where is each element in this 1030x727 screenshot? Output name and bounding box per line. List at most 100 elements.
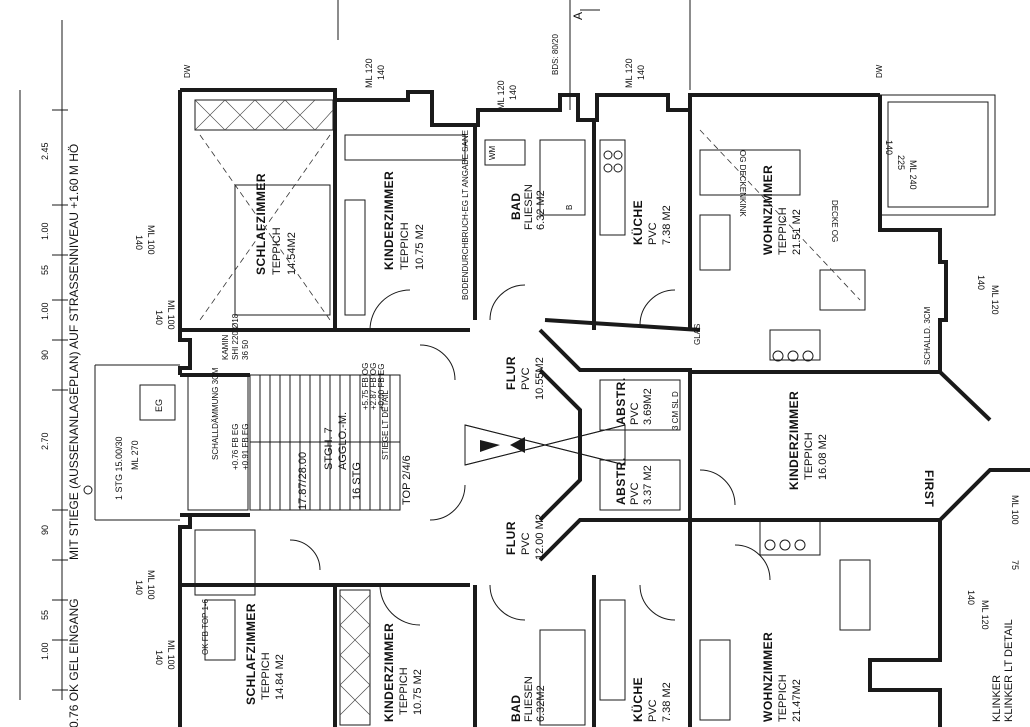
room-area: 6.32M2 (535, 685, 547, 722)
room-kinderzimmer-right: KINDERZIMMER TEPPICH 16.08 M2 (787, 391, 829, 490)
ml-top-3b: 140 (636, 65, 646, 80)
room-area: 21.47M2 (791, 679, 803, 722)
room-floor: TEPPICH (260, 652, 272, 700)
stair-top-label: TOP 2/4/6 (401, 455, 413, 505)
stair-stg-label: 1 STG 15.00/30 (114, 436, 124, 500)
room-area: 6.32 M2 (535, 190, 547, 230)
stair-lvl-a: +5.75 FB OG (361, 363, 370, 410)
walls-bottom-unit (178, 372, 1030, 727)
ml-100-c: ML 100 (146, 570, 156, 600)
stair-treads (250, 375, 400, 510)
room-floor: PVC (629, 482, 641, 505)
room-floor: PVC (520, 532, 532, 555)
ml-top-2: ML 120 (496, 80, 506, 110)
room-abstr-bottom: ABSTR. PVC 3.37 M2 (614, 457, 654, 505)
room-abstr-top: ABSTR. PVC 3.69M2 (614, 377, 654, 425)
ml-140-a: 140 (134, 235, 144, 250)
room-kueche-bottom: KÜCHE PVC 7.38 M2 (630, 677, 673, 722)
stair-lvl-b: +2.87 FB OG (369, 363, 378, 410)
kamin-sh-label: SHI 220 Ø18 (231, 313, 240, 360)
room-schlafzimmer-top: SCHLAFZIMMER TEPPICH 14.54M2 (254, 173, 298, 275)
stair-lvl-c: +0.00 FB EG (377, 364, 386, 410)
room-floor: TEPPICH (777, 207, 789, 255)
room-name: KINDERZIMMER (787, 391, 801, 490)
room-floor: TEPPICH (398, 667, 410, 715)
stair-level-2: +0.91 FB EG (241, 424, 250, 470)
room-name: KÜCHE (630, 677, 645, 722)
room-area: 10.75 M2 (414, 224, 426, 270)
room-kueche-top: KÜCHE PVC 7.38 M2 (630, 200, 673, 245)
room-area: 14.84 M2 (274, 654, 286, 700)
entrance-level-annotation: +0.76 OK GEL EINGANG (67, 598, 81, 727)
stair-label-5: STIEGE LT DETAIL (381, 390, 390, 460)
room-area: 3.37 M2 (642, 465, 654, 505)
kamin-dim-label: 36 50 (241, 339, 250, 360)
stair-ml270-label: ML 270 (130, 440, 140, 470)
ml-120-r2-label: ML 120 (980, 600, 990, 630)
room-area: 16.08 M2 (817, 434, 829, 480)
dim-left-5: 90 (40, 350, 50, 360)
hatched-wardrobe-top (194, 99, 334, 131)
stair-label-6: SCHALLDÄMMUNG 3CM (211, 367, 220, 460)
vl-label: 3 CM SL D (671, 391, 680, 430)
dim-left-7: 90 (40, 525, 50, 535)
ml-120-r-label: ML 120 (990, 285, 1000, 315)
room-name: SCHLAFZIMMER (244, 603, 258, 705)
bodendurchbruch-label: BODENDURCHBRUCH-EG LT ANGABE SANE (461, 130, 470, 300)
room-floor: FLIESEN (523, 676, 535, 722)
room-name: WOHNZIMMER (761, 632, 775, 722)
room-name: ABSTR. (614, 457, 628, 505)
glas-label: GLAS (693, 324, 702, 345)
room-area: 21.51 M2 (791, 209, 803, 255)
room-kinderzimmer-bottom: KINDERZIMMER TEPPICH 10.75 M2 (382, 623, 424, 722)
ml-140-r3-label: 140 (966, 590, 976, 605)
furniture-top (199, 94, 996, 362)
top-labels: ML 120 140 ML 120 140 ML 120 140 BDS: 80… (183, 0, 884, 110)
room-area: 3.69M2 (642, 388, 654, 425)
room-floor: TEPPICH (271, 227, 283, 275)
left-main-annotation: MIT STIEGE (AUSSENANLAGEPLAN) AUF STRASS… (67, 144, 81, 560)
wm-label: WM (488, 145, 497, 160)
ok-fb-label: OK FB TOP 1-6 (201, 598, 210, 655)
dim-ticks-left (52, 109, 68, 691)
stair-label-1: STGH. 7 (323, 427, 335, 470)
room-wohnzimmer-bottom: WOHNZIMMER TEPPICH 21.47M2 (761, 632, 803, 722)
door-swings (289, 284, 771, 626)
room-floor: TEPPICH (803, 432, 815, 480)
ml-top-3: ML 120 (624, 58, 634, 88)
room-name: FLUR (504, 521, 518, 555)
furniture-bottom (194, 379, 871, 726)
ml-140-d: 140 (154, 650, 164, 665)
ml-140-r-label: 140 (884, 140, 894, 155)
misc-labels: ML 100 140 ML 100 140 ML 100 140 ML 100 … (134, 130, 1020, 722)
room-name: KÜCHE (630, 200, 645, 245)
ml-140-r2-label: 140 (976, 275, 986, 290)
ml-top-1b: 140 (376, 65, 386, 80)
room-floor: PVC (520, 367, 532, 390)
kamin-label: KAMIN (221, 334, 230, 360)
room-bad-bottom: BAD FLIESEN 6.32M2 (509, 676, 547, 722)
ml-100-a: ML 100 (146, 225, 156, 255)
room-floor: TEPPICH (777, 674, 789, 722)
section-marker-a: A (571, 12, 585, 20)
room-name: BAD (509, 695, 523, 723)
room-name: SCHLAFZIMMER (254, 173, 268, 275)
ml-100-r-label: ML 100 (1010, 495, 1020, 525)
b-label: B (565, 205, 574, 210)
room-area: 7.38 M2 (661, 205, 673, 245)
room-flur-bottom: FLUR PVC 12.00 M2 (504, 514, 546, 560)
room-area: 10.75 M2 (412, 669, 424, 715)
dim-left-1: 2.45 (40, 142, 50, 160)
room-name: WOHNZIMMER (761, 165, 775, 255)
room-floor: PVC (647, 699, 659, 722)
room-schlafzimmer-bottom: SCHLAFZIMMER TEPPICH 14.84 M2 (244, 603, 286, 705)
ml-140-c: 140 (134, 580, 144, 595)
room-name: BAD (509, 193, 523, 221)
stair-label-3: 16 STG (351, 462, 363, 500)
central-shaft (464, 328, 692, 562)
stair-level-1: +0.76 FB EG (231, 424, 240, 470)
decke-label: DECKE OG (830, 200, 839, 242)
left-annotation-strip: MIT STIEGE (AUSSENANLAGEPLAN) AUF STRASS… (19, 20, 81, 727)
schall-label: SCHALLD. 3CM (923, 306, 932, 365)
ml-100-b: ML 100 (166, 300, 176, 330)
